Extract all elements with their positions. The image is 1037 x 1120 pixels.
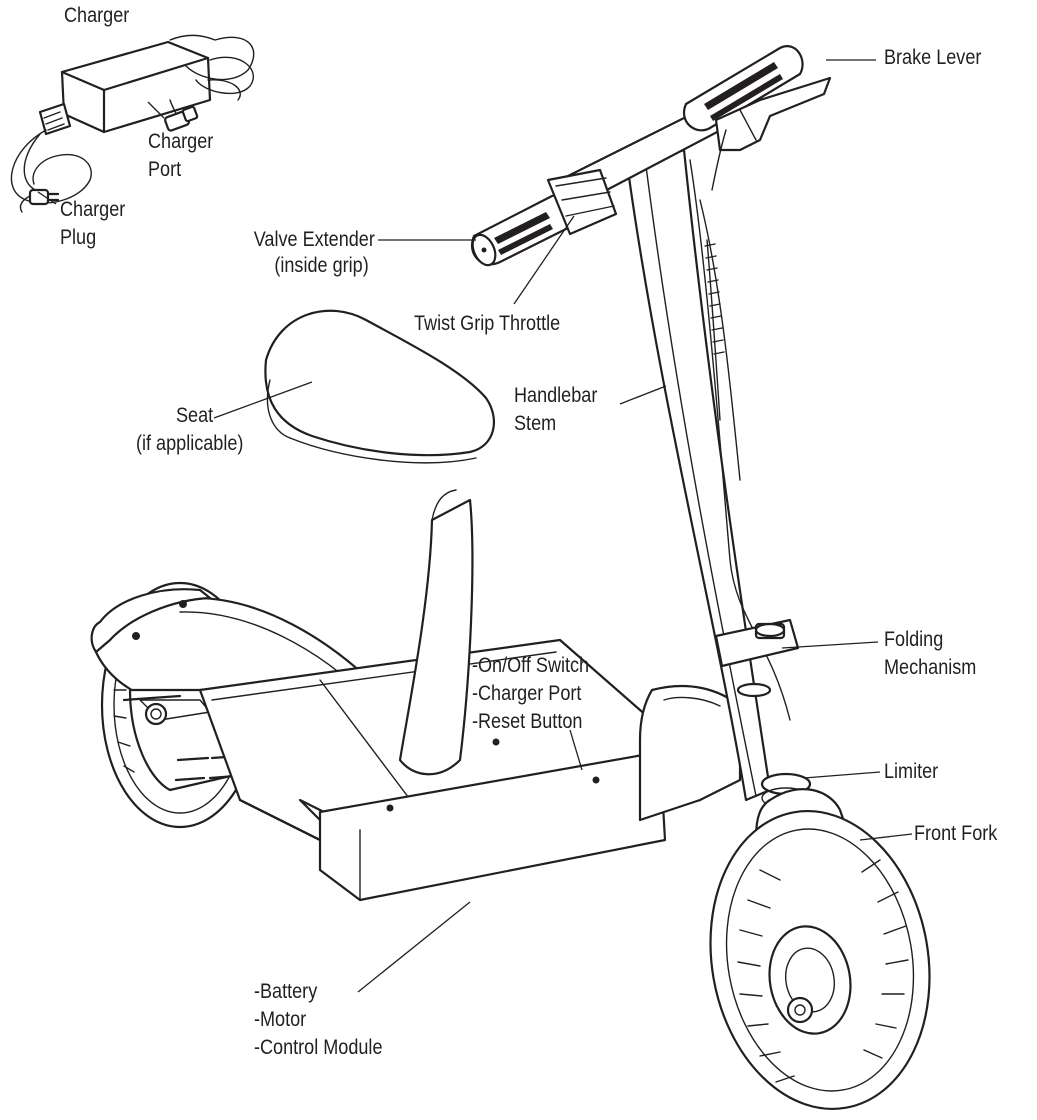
leader-deck-controls	[569, 729, 583, 771]
leader-folding-mechanism	[781, 641, 879, 649]
handlebar-stem	[626, 148, 812, 809]
label-handlebar-stem-bottom: Stem	[514, 412, 557, 435]
label-charger-plug-bottom: Plug	[60, 226, 97, 249]
label-on-off-switch: -On/Off Switch	[472, 654, 590, 677]
label-front-fork: Front Fork	[914, 822, 998, 845]
seat-assembly	[264, 309, 495, 776]
label-folding-mechanism-bottom: Mechanism	[884, 656, 977, 679]
label-brake-lever: Brake Lever	[884, 46, 982, 69]
front-wheel	[709, 809, 931, 1111]
leader-twist-grip-throttle	[513, 215, 575, 305]
leader-limiter	[803, 771, 881, 779]
label-reset-button: -Reset Button	[472, 710, 583, 733]
label-handlebar-stem-top: Handlebar	[514, 384, 598, 407]
label-charger-port-top: Charger	[148, 130, 214, 153]
label-seat-note: (if applicable)	[136, 432, 244, 455]
leader-charger-port	[147, 101, 165, 119]
label-seat: Seat	[176, 404, 214, 427]
label-valve-extender: Valve Extender	[253, 228, 375, 251]
label-valve-extender-note: (inside grip)	[274, 254, 369, 277]
leader-handlebar-stem	[619, 385, 667, 405]
leader-seat	[213, 381, 313, 419]
label-limiter: Limiter	[884, 760, 939, 783]
handlebar	[471, 45, 832, 267]
label-charger-port-deck: -Charger Port	[472, 682, 582, 705]
label-twist-grip-throttle: Twist Grip Throttle	[414, 312, 561, 335]
charger-illustration	[10, 34, 255, 213]
label-control-module: -Control Module	[254, 1036, 383, 1059]
leader-charger-plug	[37, 191, 57, 205]
label-charger-plug-top: Charger	[60, 198, 126, 221]
leader-battery-motor	[357, 901, 471, 993]
leader-lines	[37, 59, 913, 993]
label-charger: Charger	[64, 4, 130, 27]
label-battery: -Battery	[254, 980, 318, 1003]
label-charger-port-bottom: Port	[148, 158, 182, 181]
label-folding-mechanism-top: Folding	[884, 628, 944, 651]
label-motor: -Motor	[254, 1008, 307, 1031]
front-body	[638, 684, 742, 822]
leader-front-fork	[859, 833, 913, 841]
